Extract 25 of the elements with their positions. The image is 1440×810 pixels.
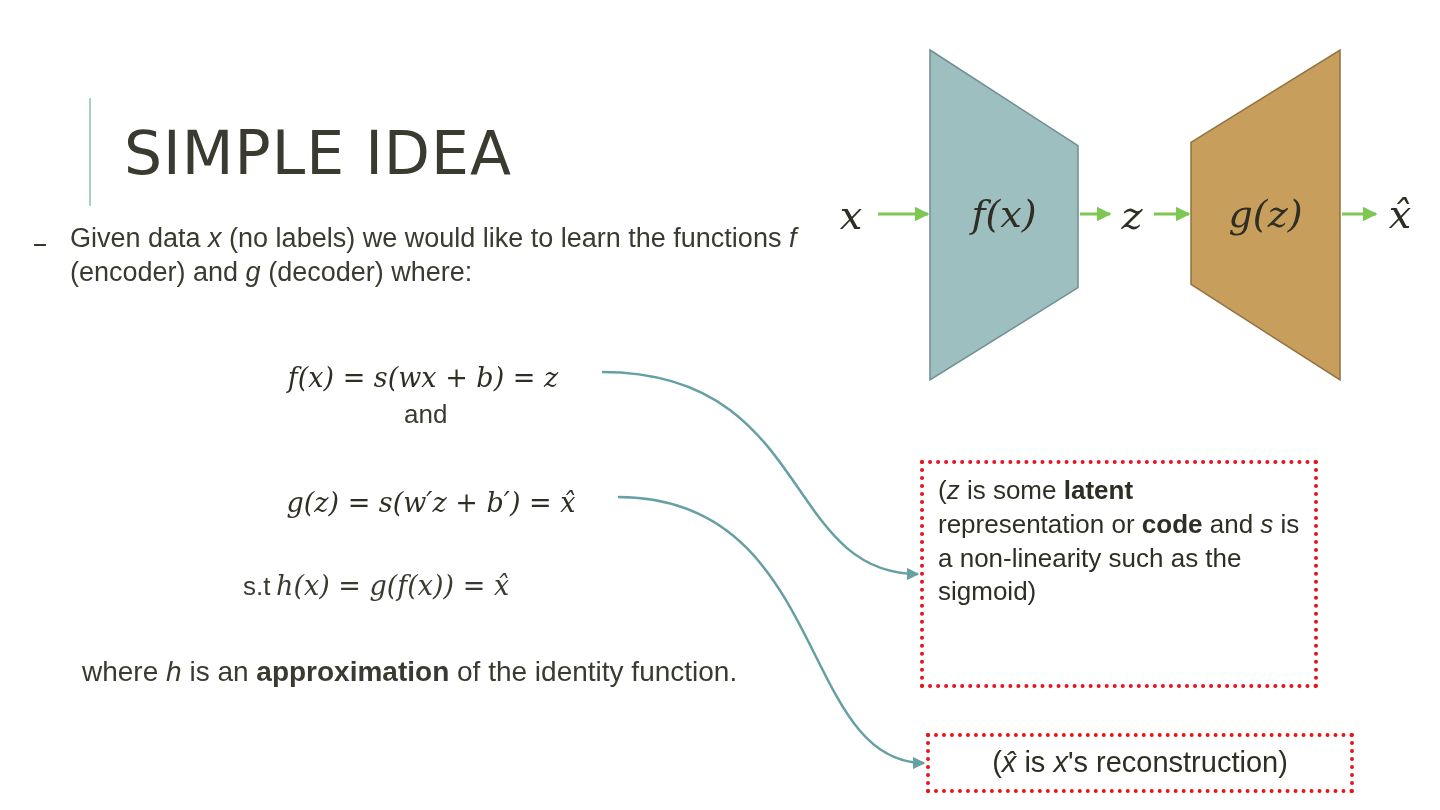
decoder-trapezoid	[1191, 50, 1340, 380]
note-text: (z is some latent representation or code and s is a non-linearity such as the sigmoid)	[938, 474, 1300, 609]
variable-text: z	[1121, 191, 1143, 240]
note-box	[926, 733, 1354, 793]
variable-text: x	[839, 191, 863, 240]
flow-arrow	[878, 206, 930, 222]
body-text: Given data x (no labels) we would like to learn the functions f (encoder) and g (decoder) where:	[70, 222, 800, 289]
leader-arrow	[617, 495, 926, 768]
flow-arrow	[1342, 206, 1378, 222]
body-text: and	[404, 398, 448, 431]
function-label: g(z)	[1228, 191, 1303, 239]
note-text: (x̂ is x's reconstruction)	[992, 745, 1288, 781]
equation-text: f(x) = s(wx + b) = z	[287, 361, 559, 396]
equation-text: h(x) = g(f(x)) = x̂	[276, 569, 510, 603]
body-text: s.t	[243, 570, 271, 603]
note-box	[920, 460, 1318, 688]
function-label: f(x)	[971, 191, 1037, 239]
equation-text: g(z) = s(w′z + b′) = x̂	[286, 486, 576, 521]
encoder-trapezoid	[930, 50, 1078, 380]
slide-title: SIMPLE IDEA	[124, 118, 512, 188]
flow-arrow	[1080, 206, 1112, 222]
body-text: where h is an approximation of the identity function.	[82, 655, 739, 689]
flow-arrow	[1154, 206, 1191, 222]
variable-text: x̂	[1388, 190, 1412, 239]
leader-arrow	[601, 370, 920, 579]
